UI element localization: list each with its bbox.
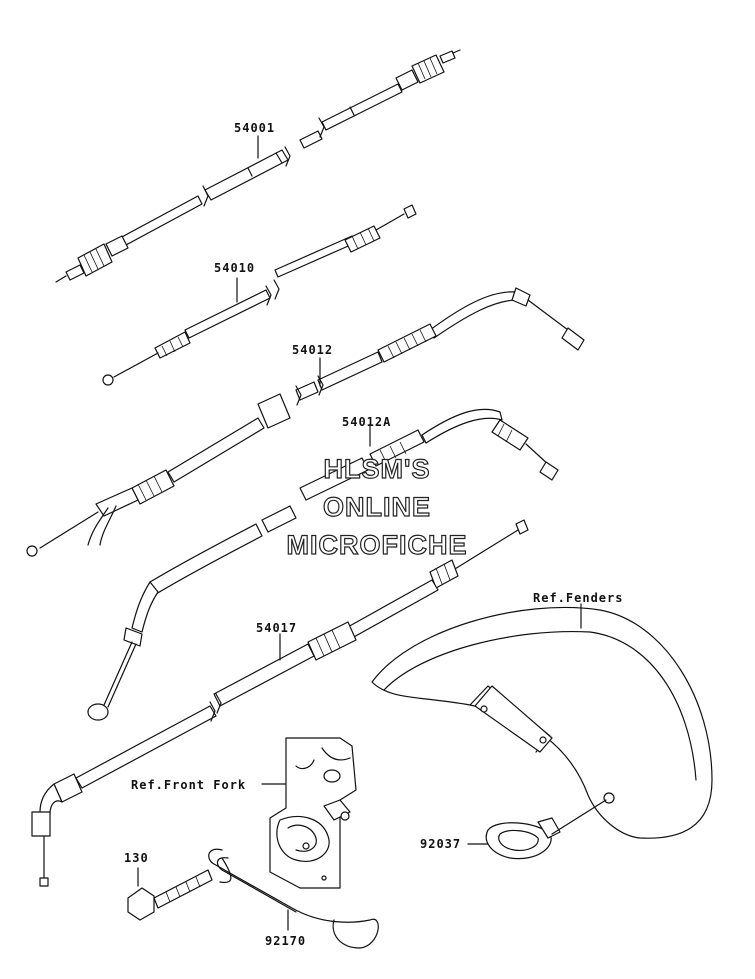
cable-54012a: [87, 408, 559, 721]
cable-54001: [55, 49, 461, 283]
label-ref-front-fork: Ref.Front Fork: [131, 778, 246, 792]
label-54012: 54012: [292, 343, 333, 357]
label-54010: 54010: [214, 261, 255, 275]
bolt-130: [127, 867, 213, 921]
watermark-line-1: HLSM'S: [324, 454, 431, 484]
cable-54012: [26, 287, 585, 557]
label-ref-fenders: Ref.Fenders: [533, 591, 623, 605]
label-92037: 92037: [420, 837, 461, 851]
cable-54017: [31, 519, 529, 887]
grommet-92037: [467, 799, 607, 860]
front-fork-bracket: [261, 737, 357, 889]
fender: [371, 603, 713, 839]
label-54017: 54017: [256, 621, 297, 635]
label-54001: 54001: [234, 121, 275, 135]
label-54012a: 54012A: [342, 415, 391, 429]
label-130: 130: [124, 851, 149, 865]
clamp-92170: [208, 848, 379, 949]
label-92170: 92170: [265, 934, 306, 948]
cable-54010: [102, 204, 417, 386]
watermark-line-2: ONLINE: [323, 492, 431, 522]
watermark-line-3: MICROFICHE: [287, 530, 468, 560]
